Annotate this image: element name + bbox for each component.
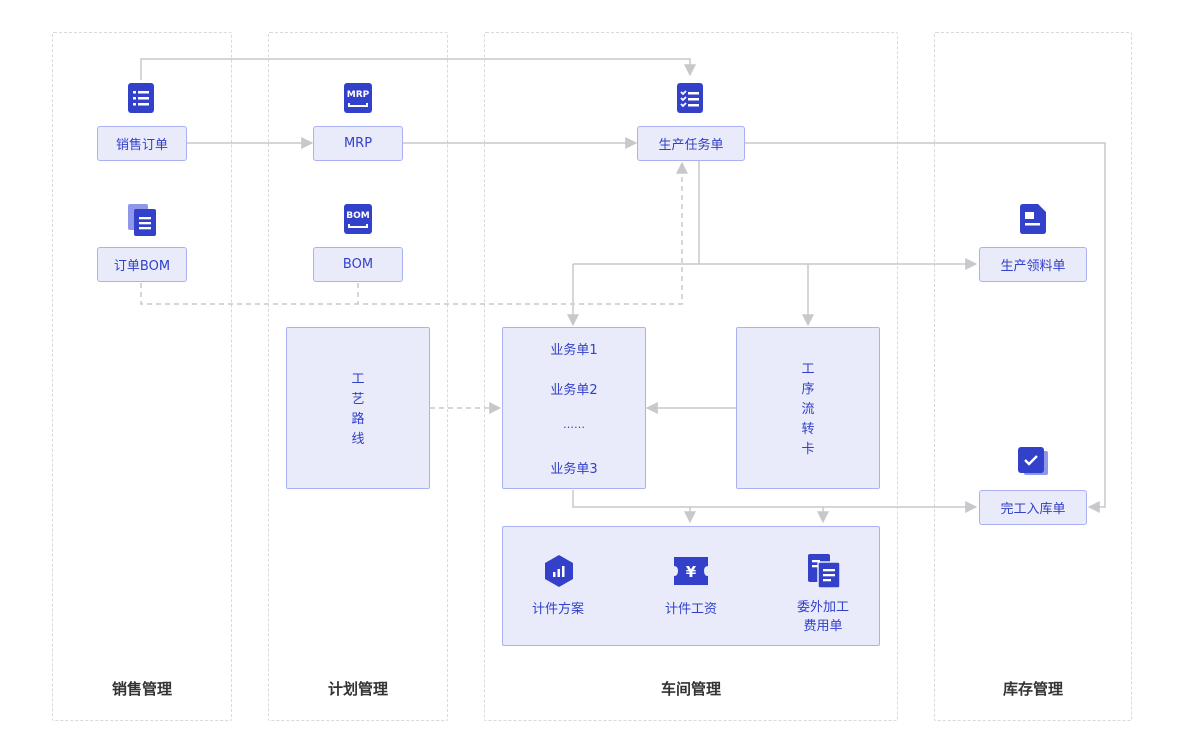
yuan-symbol: ¥ xyxy=(686,563,697,581)
process-route-node[interactable]: 工 艺 路 线 xyxy=(286,327,430,489)
outsource-fee-label: 委外加工 费用单 xyxy=(773,598,873,636)
order-bom-node[interactable]: 订单BOM xyxy=(97,247,187,282)
payroll-panel xyxy=(502,526,880,646)
outsource-fee-line-2: 费用单 xyxy=(803,619,843,634)
process-route-char: 路 xyxy=(351,412,365,427)
business-order-3: 业务单3 xyxy=(550,462,598,477)
process-card-char: 流 xyxy=(801,402,815,417)
material-requisition-node[interactable]: 生产领料单 xyxy=(979,247,1087,282)
checklist-icon xyxy=(677,83,703,117)
mrp-node[interactable]: MRP xyxy=(313,126,403,161)
bom-icon-text: BOM xyxy=(346,211,370,221)
lane-title-stock: 库存管理 xyxy=(1002,680,1063,698)
process-route-label: 工 艺 路 线 xyxy=(287,370,429,450)
business-order-ellipsis: …… xyxy=(563,418,585,431)
process-route-char: 艺 xyxy=(351,392,365,407)
connector-task-to-receipt xyxy=(745,142,1106,513)
process-card-char: 序 xyxy=(801,382,815,397)
process-card-label: 工 序 流 转 卡 xyxy=(737,360,879,460)
lane-title-sales: 销售管理 xyxy=(111,680,172,698)
piece-wage-label: 计件工资 xyxy=(664,602,717,617)
sales-order-node[interactable]: 销售订单 xyxy=(97,126,187,161)
form-icon xyxy=(1020,204,1046,238)
lane-workshop: 车间管理 xyxy=(484,32,898,721)
list-document-icon xyxy=(128,83,154,117)
bom-icon: BOM xyxy=(344,204,372,238)
business-order-2: 业务单2 xyxy=(550,383,598,398)
process-route-char: 工 xyxy=(351,372,365,387)
business-order-1: 业务单1 xyxy=(550,343,598,358)
yuan-ticket-icon: ¥ xyxy=(674,557,708,589)
check-box-icon xyxy=(1018,447,1050,483)
lane-plan: 计划管理 xyxy=(268,32,448,721)
lane-stock: 库存管理 xyxy=(934,32,1132,721)
lane-title-workshop: 车间管理 xyxy=(660,680,721,698)
process-card-char: 转 xyxy=(801,422,815,437)
outsource-document-icon xyxy=(808,554,841,592)
process-card-char: 工 xyxy=(801,362,815,377)
mrp-icon: MRP xyxy=(344,83,372,117)
hexagon-chart-icon xyxy=(544,555,574,591)
process-card-char: 卡 xyxy=(801,442,815,457)
documents-icon xyxy=(128,204,156,240)
connector-bom-dashed xyxy=(140,161,688,305)
process-route-char: 线 xyxy=(351,432,365,447)
lane-sales: 销售管理 xyxy=(52,32,232,721)
connector-sales-to-task-top xyxy=(140,58,696,80)
connector-orders-to-receipt xyxy=(572,490,978,513)
business-orders-node[interactable] xyxy=(502,327,646,489)
completion-receipt-node[interactable]: 完工入库单 xyxy=(979,490,1087,525)
outsource-fee-line-1: 委外加工 xyxy=(796,600,849,615)
lane-title-plan: 计划管理 xyxy=(327,680,388,698)
production-task-node[interactable]: 生产任务单 xyxy=(637,126,745,161)
piece-plan-label: 计件方案 xyxy=(531,602,584,617)
bom-node[interactable]: BOM xyxy=(313,247,403,282)
process-card-node[interactable]: 工 序 流 转 卡 xyxy=(736,327,880,489)
mrp-icon-text: MRP xyxy=(347,90,370,100)
